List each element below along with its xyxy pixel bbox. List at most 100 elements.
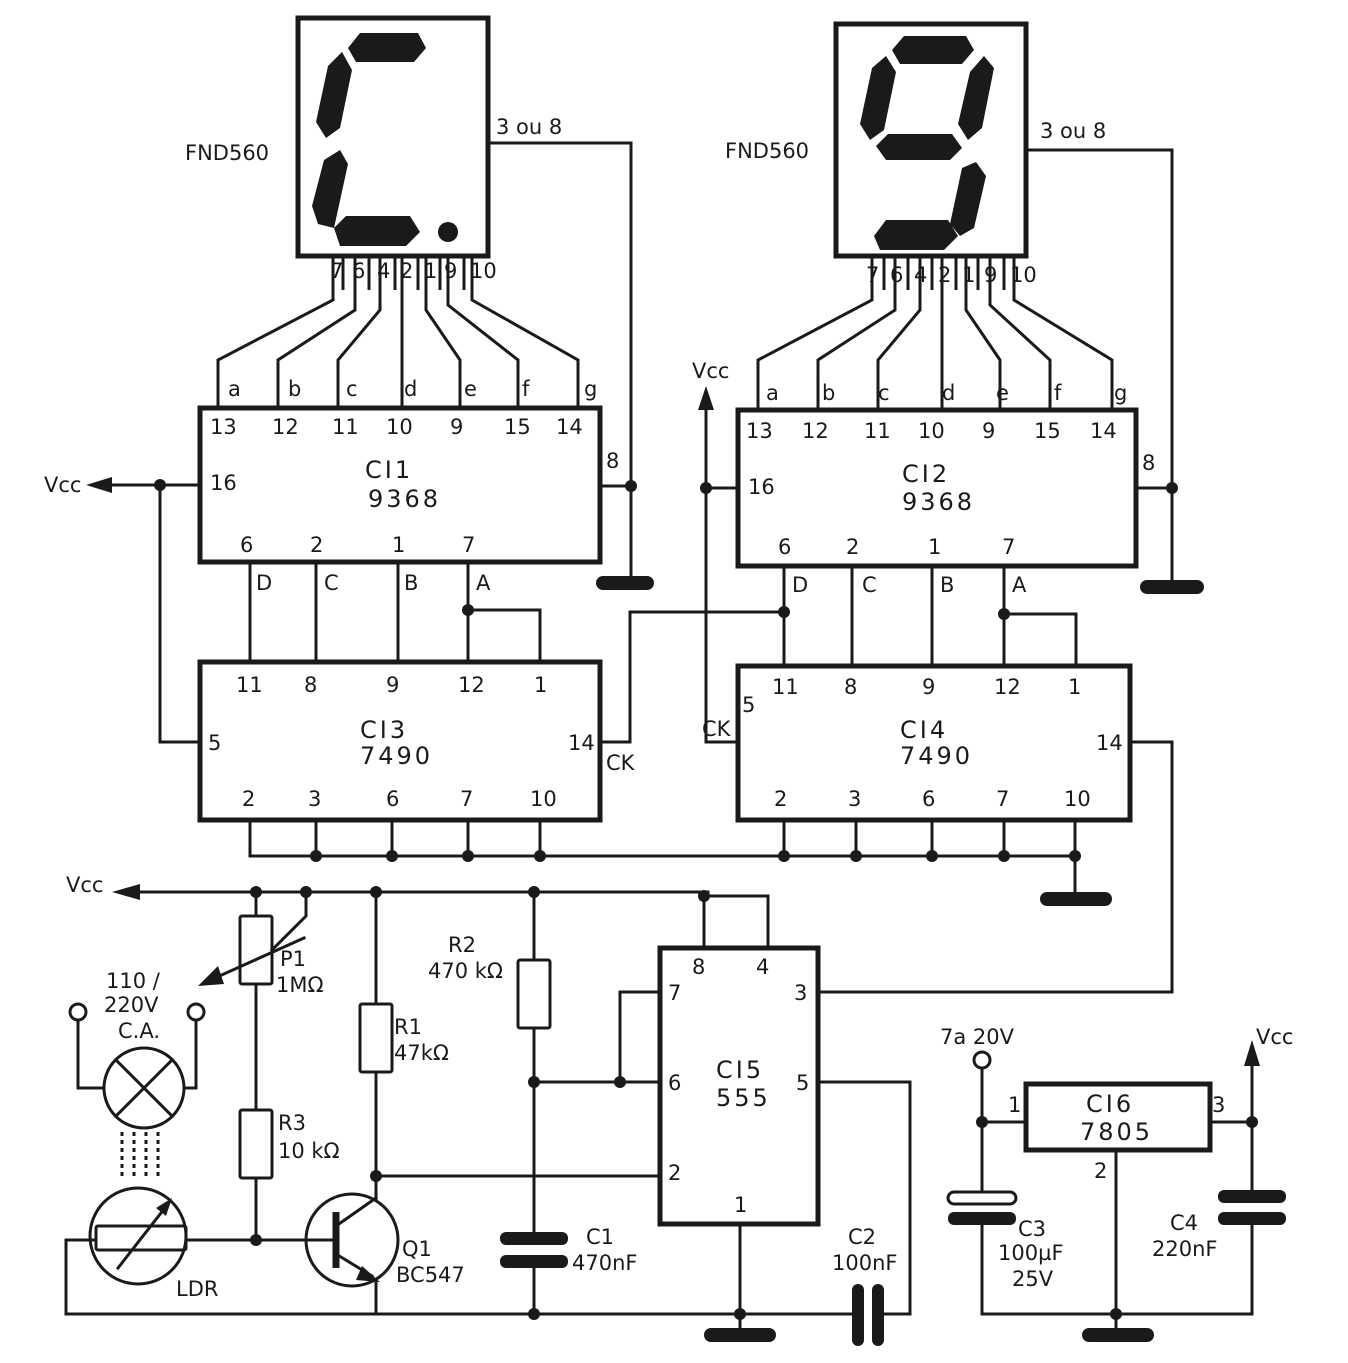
ci5-name: CI5 — [716, 1056, 764, 1084]
display-2-common-pin: 3 ou 8 — [1040, 119, 1106, 143]
ci3-pin: 12 — [458, 673, 485, 697]
ci1-pin-16: 16 — [210, 471, 237, 495]
ci1-segment: d — [404, 377, 417, 401]
c1-name: C1 — [586, 1225, 614, 1249]
c3-name: C3 — [1018, 1217, 1046, 1241]
ci1-pin: 12 — [272, 415, 299, 439]
c2-capacitor: C2 100nF — [816, 1080, 912, 1346]
display-2-pin: 1 — [962, 263, 975, 287]
q1-transistor: Q1 BC547 — [254, 1192, 465, 1316]
ci2: a b c d e f g 13 12 11 10 9 15 14 16 8 C… — [735, 381, 1155, 597]
ci2-segment: b — [822, 381, 835, 405]
ci6-part: 7805 — [1080, 1118, 1153, 1146]
ci2-part: 9368 — [902, 488, 975, 516]
ci1-segment: g — [584, 377, 597, 401]
ci2-input: A — [1012, 573, 1027, 597]
display-2-digit — [860, 36, 994, 250]
ci3-pin: 6 — [386, 787, 399, 811]
ci3-pin: 2 — [242, 787, 255, 811]
ci1-part: 9368 — [368, 485, 441, 513]
regulator-section: 7a 20V C3 100µF 25V CI6 7805 1 3 2 Vcc C… — [940, 1025, 1293, 1342]
ci3-pin: 9 — [386, 673, 399, 697]
r3-value: 10 kΩ — [278, 1139, 340, 1163]
display-1-label: FND560 — [185, 141, 269, 165]
ci4-pin: 3 — [848, 787, 861, 811]
ci1-pin-8: 8 — [606, 449, 619, 473]
ci1-ci3-bcd-wires — [248, 560, 542, 664]
ci2-pin-8: 8 — [1142, 451, 1155, 475]
ci4-pin: 1 — [1068, 675, 1081, 699]
ci5-pin-1: 1 — [734, 1193, 747, 1217]
vcc-label: Vcc — [692, 359, 729, 383]
r1-name: R1 — [394, 1015, 422, 1039]
c2-value: 100nF — [832, 1251, 897, 1275]
display-1: FND560 3 ou 8 7 6 4 2 1 9 10 — [185, 15, 562, 290]
ci4-pin: 7 — [996, 787, 1009, 811]
r1-resistor: R1 47kΩ — [358, 890, 449, 1202]
supply-input-label: 7a 20V — [940, 1025, 1015, 1049]
display-1-common-pin: 3 ou 8 — [496, 115, 562, 139]
ci4-pin: 12 — [994, 675, 1021, 699]
ci1-input: C — [324, 571, 339, 595]
r1-value: 47kΩ — [394, 1041, 449, 1065]
c1-capacitor: C1 470nF — [500, 1225, 637, 1316]
r2-value: 470 kΩ — [428, 959, 503, 983]
ci2-ci4-bcd-wires — [782, 564, 1078, 668]
r2-resistor: R2 470 kΩ — [428, 890, 552, 1234]
ci2-pin: 2 — [846, 535, 859, 559]
ci2-segment: g — [1114, 381, 1127, 405]
ci5-body — [657, 945, 821, 1227]
vcc-label: Vcc — [1256, 1025, 1293, 1049]
ground-symbol — [704, 1328, 776, 1342]
ci2-pin: 14 — [1090, 419, 1117, 443]
ci2-pin: 15 — [1034, 419, 1061, 443]
ci4-pin-14: 14 — [1096, 731, 1123, 755]
ci2-input: D — [792, 573, 808, 597]
ci5: 8 4 7 3 6 5 2 1 CI5 555 — [657, 945, 821, 1227]
ci6-pin-1: 1 — [1008, 1093, 1021, 1117]
ci1-pin: 1 — [392, 533, 405, 557]
p1-potentiometer: P1 1MΩ — [198, 890, 324, 1112]
ci2-pin: 13 — [746, 419, 773, 443]
q1-name: Q1 — [402, 1237, 432, 1261]
ground-symbol — [1082, 1328, 1154, 1342]
p1-name: P1 — [280, 947, 306, 971]
display-1-digit — [312, 33, 458, 246]
display-2-pin: 2 — [938, 263, 951, 287]
display-1-pin: 9 — [444, 259, 457, 283]
ground-symbol — [596, 576, 654, 590]
ldr: LDR — [64, 1186, 378, 1316]
c2-name: C2 — [848, 1225, 876, 1249]
ci3-pin-5: 5 — [208, 731, 221, 755]
ci2-pin: 12 — [802, 419, 829, 443]
lamp-voltage-line-1: 110 / — [106, 969, 161, 993]
ci1-segment: a — [228, 377, 241, 401]
ci2-pin: 10 — [918, 419, 945, 443]
ci3-pin-14: 14 — [568, 731, 595, 755]
ci5-pin-4: 4 — [756, 955, 769, 979]
c3-value: 100µF — [998, 1241, 1064, 1265]
c4-value: 220nF — [1152, 1237, 1217, 1261]
lamp: 110 / 220V C.A. — [68, 969, 206, 1180]
ci5-pin-3: 3 — [794, 981, 807, 1005]
ci4-ck-label: CK — [702, 717, 732, 741]
ci3-pin: 10 — [530, 787, 557, 811]
ci1-input: B — [404, 571, 418, 595]
ci6-pin-3: 3 — [1212, 1093, 1225, 1117]
display-1-segment-wires — [216, 141, 633, 580]
ci5-pin-7: 7 — [668, 981, 681, 1005]
ci1-pin: 15 — [504, 415, 531, 439]
ci1-segment: e — [464, 377, 477, 401]
ci4: 11 8 9 12 1 5 CK 14 CI4 7490 2 3 6 7 10 — [702, 663, 1133, 823]
ci3-ck-label: CK — [606, 751, 636, 775]
ci3-pin: 8 — [304, 673, 317, 697]
lamp-voltage-line-3: C.A. — [118, 1019, 160, 1043]
ci1-segment: b — [288, 377, 301, 401]
ci1-input: A — [476, 571, 491, 595]
ci1-segment: c — [346, 377, 358, 401]
ci2-segment: f — [1054, 381, 1062, 405]
ci4-pin: 6 — [922, 787, 935, 811]
ci1-segment: f — [522, 377, 530, 401]
ci3-pin: 1 — [534, 673, 547, 697]
